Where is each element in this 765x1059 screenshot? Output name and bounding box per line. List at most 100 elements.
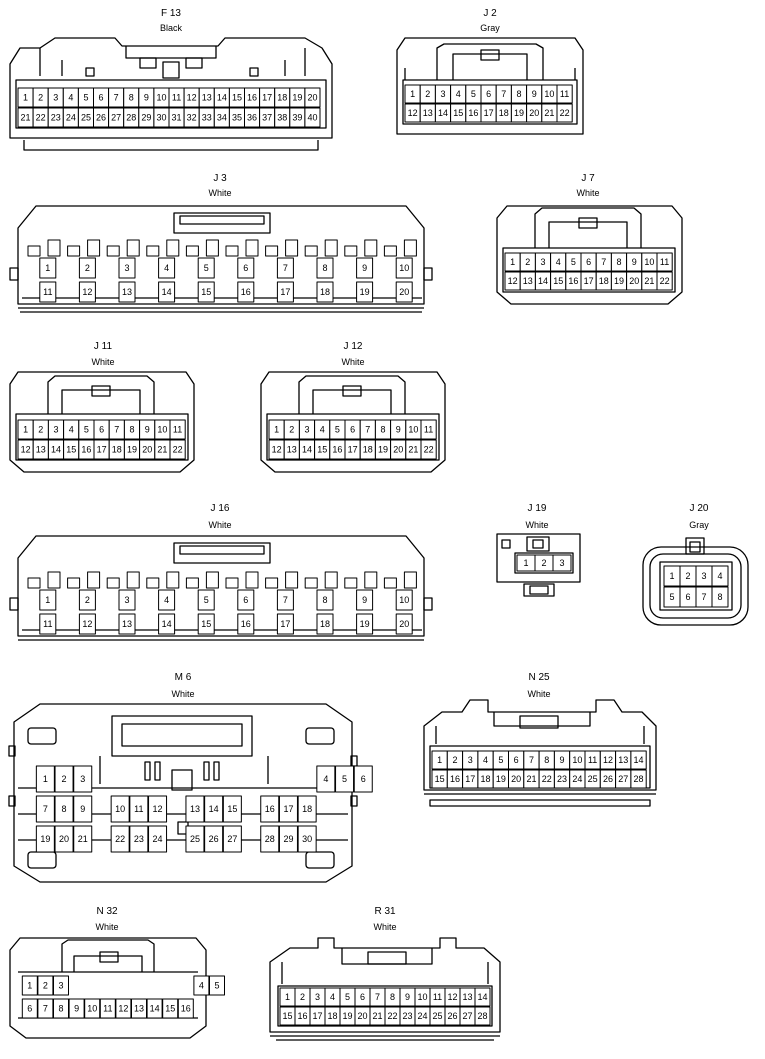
pin-number: 23 (51, 113, 61, 123)
pin-number: 3 (540, 257, 545, 267)
pin-number: 2 (38, 425, 43, 435)
pin-number: 15 (282, 1011, 292, 1021)
pin-cell (711, 586, 729, 608)
connector-color: White (341, 357, 364, 367)
pin-cell (395, 589, 413, 611)
cavity (304, 577, 318, 589)
pin-number: 10 (399, 263, 409, 273)
pin-number: 15 (232, 93, 242, 103)
pin-number: 7 (701, 592, 706, 602)
pin-number: 6 (243, 263, 248, 273)
cavity (185, 577, 199, 589)
pin-cell (276, 589, 294, 611)
pin-cell (53, 975, 69, 996)
connector-color: White (171, 689, 194, 699)
pin-number: 3 (440, 89, 445, 99)
pin-cell (630, 769, 647, 789)
cavity (245, 571, 259, 589)
pin-number: 9 (80, 804, 85, 814)
pin-number: 29 (283, 834, 293, 844)
pin-number: 19 (292, 93, 302, 103)
pin-cell (278, 795, 298, 823)
pin-number: 1 (437, 755, 442, 765)
pin-number: 17 (280, 287, 290, 297)
pin-number: 16 (81, 445, 91, 455)
pin-number: 18 (302, 804, 312, 814)
pin-number: 3 (315, 992, 320, 1002)
pin-number: 16 (332, 445, 342, 455)
pin-cell (276, 281, 294, 303)
pin-cell (276, 257, 294, 279)
pin-number: 1 (523, 558, 528, 568)
pin-number: 37 (262, 113, 272, 123)
pin-cell (169, 419, 186, 440)
pin-number: 6 (586, 257, 591, 267)
pin-cell (110, 795, 130, 823)
connector-id: J 2 (483, 8, 497, 19)
pin-number: 16 (247, 93, 257, 103)
connector-color: White (525, 520, 548, 530)
connector-color: White (208, 188, 231, 198)
pin-number: 14 (162, 287, 172, 297)
pin-number: 20 (307, 93, 317, 103)
pin-number: 20 (357, 1011, 367, 1021)
pin-number: 13 (618, 755, 628, 765)
pin-number: 17 (262, 93, 272, 103)
pin-number: 2 (85, 263, 90, 273)
pin-number: 8 (58, 1004, 63, 1014)
pin-number: 1 (669, 571, 674, 581)
cavity (245, 239, 259, 257)
pin-cell (237, 589, 255, 611)
pin-number: 11 (103, 1004, 112, 1014)
pin-number: 12 (118, 1004, 128, 1014)
pin-cell (131, 998, 147, 1019)
pin-number: 7 (601, 257, 606, 267)
pin-cell (474, 987, 491, 1007)
pin-number: 13 (523, 276, 533, 286)
pin-number: 33 (202, 113, 212, 123)
pin-cell (118, 589, 136, 611)
pin-number: 16 (450, 774, 460, 784)
cavity (106, 245, 120, 257)
pin-cell (711, 565, 729, 587)
pin-block (502, 247, 676, 293)
pin-cell (316, 281, 334, 303)
pin-number: 8 (322, 595, 327, 605)
pin-block (659, 561, 733, 611)
pin-number: 21 (157, 445, 167, 455)
pin-cell (556, 84, 573, 104)
cavity (285, 571, 299, 589)
pin-number: 7 (375, 992, 380, 1002)
cavity (166, 571, 180, 589)
pin-number: 17 (280, 619, 290, 629)
pin-cell (35, 795, 55, 823)
pin-number: 5 (669, 592, 674, 602)
pin-number: 22 (173, 445, 183, 455)
pin-number: 20 (59, 834, 69, 844)
pin-cell (237, 257, 255, 279)
pin-cell (197, 257, 215, 279)
pin-number: 17 (283, 804, 293, 814)
pin-number: 1 (410, 89, 415, 99)
pin-number: 11 (660, 257, 669, 267)
pin-number: 24 (153, 834, 163, 844)
pin-number: 16 (265, 804, 275, 814)
pin-number: 3 (304, 425, 309, 435)
pin-block (15, 79, 327, 129)
pin-number: 6 (361, 774, 366, 784)
pin-number: 2 (38, 93, 43, 103)
connector-housing (13, 703, 353, 883)
pin-number: 4 (330, 992, 335, 1002)
pin-number: 17 (465, 774, 475, 784)
pin-cell (356, 589, 374, 611)
pin-number: 13 (190, 804, 200, 814)
pin-number: 20 (629, 276, 639, 286)
connector-color: White (576, 188, 599, 198)
